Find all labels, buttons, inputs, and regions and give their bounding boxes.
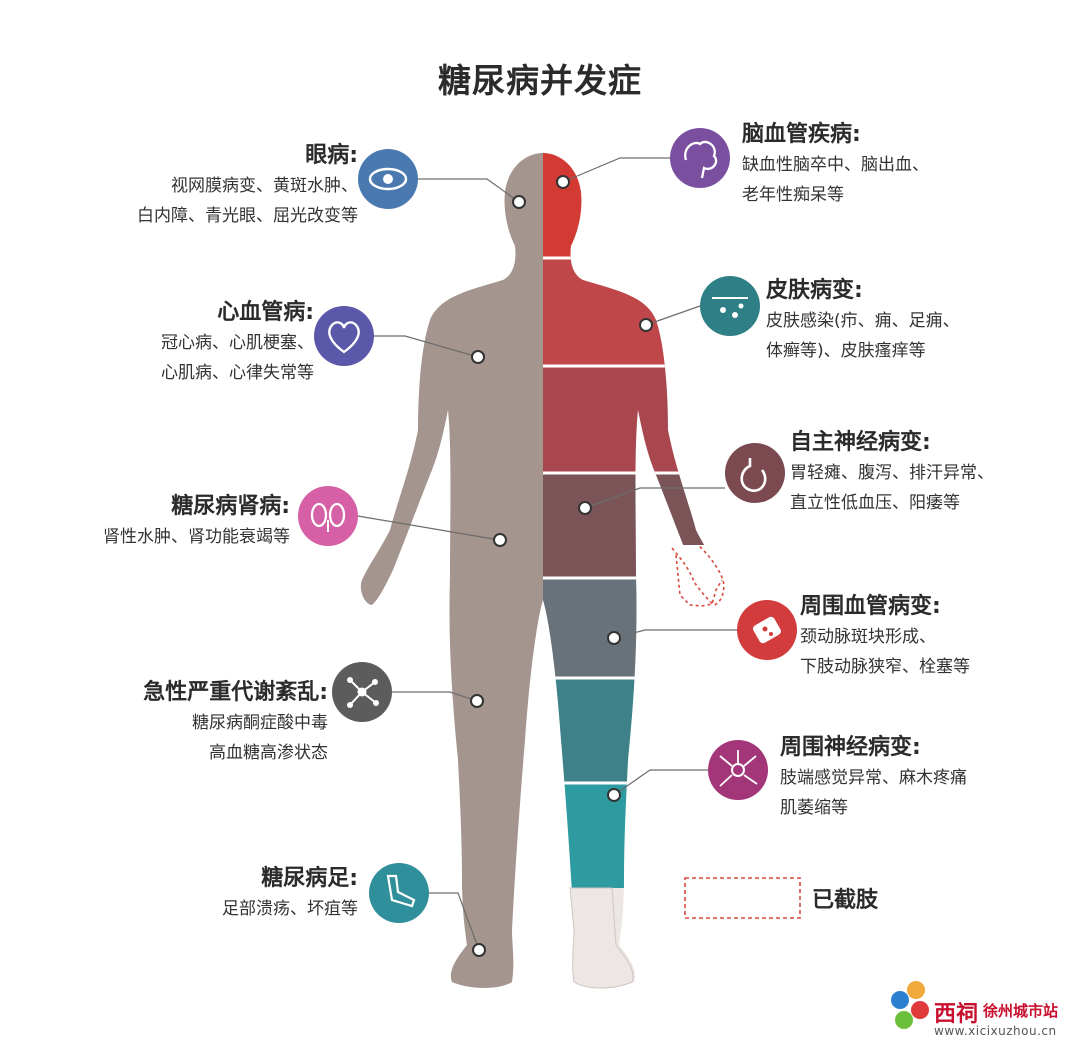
vascular-desc-1: 颈动脉斑块形成、 xyxy=(800,627,936,647)
skin-desc-2: 体癣等)、皮肤瘙痒等 xyxy=(766,341,926,361)
acute-title: 急性严重代谢紊乱: xyxy=(143,680,328,705)
cardio-desc-2: 心肌病、心律失常等 xyxy=(161,363,314,383)
blood-vessel-icon xyxy=(737,600,797,660)
neuro-label: 周围神经病变: 肢端感觉异常、麻木疼痛 肌萎缩等 xyxy=(780,733,967,823)
kidney-title: 糖尿病肾病: xyxy=(171,494,290,519)
foot-desc-1: 足部溃疡、坏疽等 xyxy=(222,899,358,919)
body-right-half xyxy=(543,153,728,989)
cardio-desc-1: 冠心病、心肌梗塞、 xyxy=(161,333,314,353)
anchor-dots xyxy=(470,175,653,957)
autonomic-desc-2: 直立性低血压、阳痿等 xyxy=(790,493,960,513)
eye-desc-1: 视网膜病变、黄斑水肿、 xyxy=(171,176,358,196)
amputated-hand xyxy=(668,544,728,607)
leader-lines xyxy=(357,157,737,951)
skin-title: 皮肤病变: xyxy=(766,278,863,303)
foot-icon xyxy=(369,863,429,923)
vascular-label: 周围血管病变: 颈动脉斑块形成、 下肢动脉狭窄、栓塞等 xyxy=(800,592,970,682)
brain-desc-1: 缺血性脑卒中、脑出血、 xyxy=(742,155,929,175)
kidney-icon xyxy=(298,486,358,546)
watermark-logo xyxy=(891,981,929,1029)
page-title: 糖尿病并发症 xyxy=(438,61,642,100)
skin-desc-1: 皮肤感染(疖、痈、足痈、 xyxy=(766,311,960,331)
watermark-url: www.xicixuzhou.cn xyxy=(934,1024,1057,1038)
autonomic-title: 自主神经病变: xyxy=(790,430,931,455)
eye-title: 眼病: xyxy=(305,143,358,168)
watermark-site: 徐州城市站 xyxy=(983,1002,1059,1020)
foot-label: 糖尿病足: 足部溃疡、坏疽等 xyxy=(222,864,358,924)
cardio-label: 心血管病: 冠心病、心肌梗塞、 心肌病、心律失常等 xyxy=(161,298,314,388)
brain-desc-2: 老年性痴呆等 xyxy=(742,185,844,205)
amputated-legend-box xyxy=(684,877,801,919)
heart-icon xyxy=(314,306,374,366)
skin-label: 皮肤病变: 皮肤感染(疖、痈、足痈、 体癣等)、皮肤瘙痒等 xyxy=(766,276,960,366)
acute-desc-2: 高血糖高渗状态 xyxy=(209,743,328,763)
vascular-desc-2: 下肢动脉狭窄、栓塞等 xyxy=(800,657,970,677)
eye-label: 眼病: 视网膜病变、黄斑水肿、 白内障、青光眼、屈光改变等 xyxy=(137,141,358,231)
amputated-foot xyxy=(569,887,634,989)
eye-desc-2: 白内障、青光眼、屈光改变等 xyxy=(137,206,358,226)
molecule-icon xyxy=(332,662,392,722)
neuro-desc-2: 肌萎缩等 xyxy=(780,798,848,818)
acute-label: 急性严重代谢紊乱: 糖尿病酮症酸中毒 高血糖高渗状态 xyxy=(143,678,328,768)
brain-title: 脑血管疾病: xyxy=(742,122,861,147)
autonomic-desc-1: 胃轻瘫、腹泻、排汗异常、 xyxy=(790,463,994,483)
watermark-name: 西祠 xyxy=(934,1002,979,1027)
neuro-desc-1: 肢端感觉异常、麻木疼痛 xyxy=(780,768,967,788)
neuro-title: 周围神经病变: xyxy=(780,735,921,760)
kidney-label: 糖尿病肾病: 肾性水肿、肾功能衰竭等 xyxy=(103,492,290,552)
stomach-icon xyxy=(725,443,785,503)
brain-icon xyxy=(670,128,730,188)
eye-icon xyxy=(358,149,418,209)
kidney-desc-1: 肾性水肿、肾功能衰竭等 xyxy=(103,527,290,547)
cardio-title: 心血管病: xyxy=(217,300,314,325)
neuron-icon xyxy=(708,740,768,800)
foot-title: 糖尿病足: xyxy=(261,866,358,891)
brain-label: 脑血管疾病: 缺血性脑卒中、脑出血、 老年性痴呆等 xyxy=(742,120,929,210)
acute-desc-1: 糖尿病酮症酸中毒 xyxy=(192,713,328,733)
skin-icon xyxy=(700,276,760,336)
vascular-title: 周围血管病变: xyxy=(800,594,941,619)
legend-label: 已截肢 xyxy=(812,888,879,913)
autonomic-label: 自主神经病变: 胃轻瘫、腹泻、排汗异常、 直立性低血压、阳痿等 xyxy=(790,428,994,518)
